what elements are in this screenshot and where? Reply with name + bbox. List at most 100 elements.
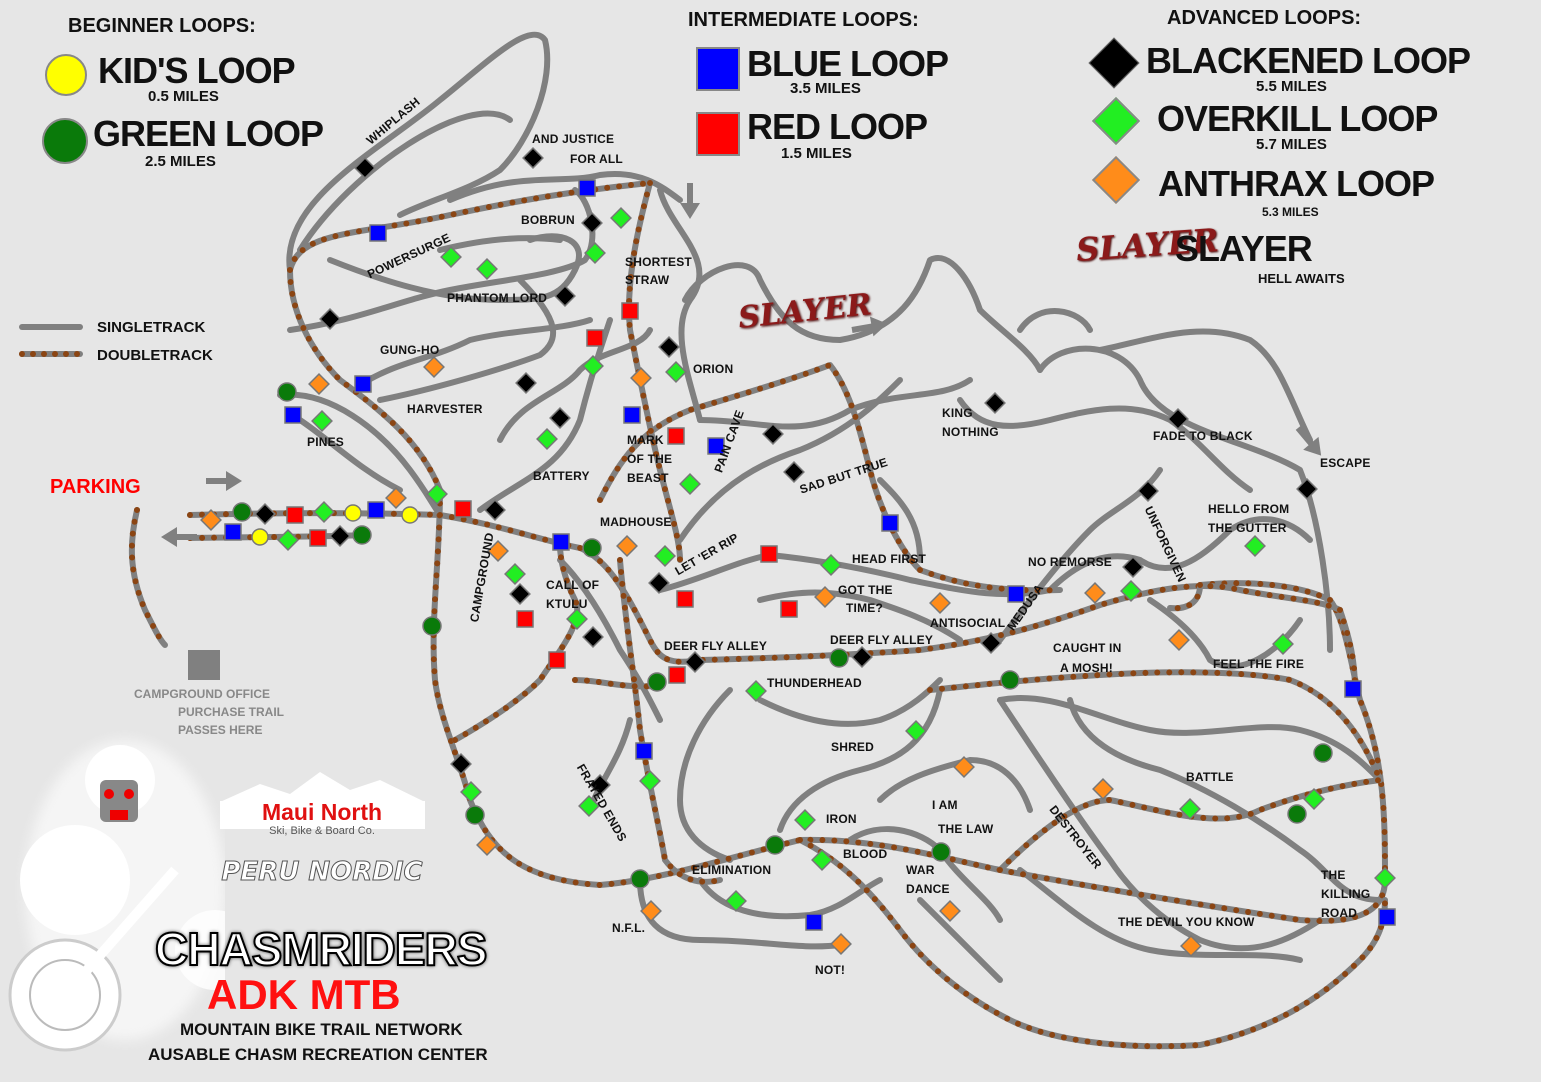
blackened-loop-marker-icon (549, 407, 571, 429)
blackened-loop-marker-icon (984, 392, 1006, 414)
brand-title: CHASMRIDERS (154, 922, 488, 976)
anthrax-loop-marker-icon (487, 540, 509, 562)
singletrack-trail (557, 557, 663, 723)
overkill-loop-marker-icon (905, 720, 927, 742)
singletrack-trail (677, 377, 903, 543)
trail-label: NOT! (815, 963, 846, 977)
blackened-loop-marker-icon (589, 774, 611, 796)
trail-label: SHRED (831, 740, 875, 754)
purchase-trail-label: PURCHASE TRAIL (178, 705, 285, 719)
trail-label: WAR (906, 863, 935, 877)
doubletrack-trail (597, 362, 1063, 594)
blue-loop-marker-icon (805, 913, 823, 931)
trail-label: DEER FLY ALLEY (830, 633, 934, 647)
overkill-loop-marker-icon (584, 242, 606, 264)
direction-arrows (161, 183, 1322, 547)
overkill-loop-marker-icon (610, 207, 632, 229)
anthrax-loop-marker-icon (308, 373, 330, 395)
blackened-loop-marker-icon (658, 336, 680, 358)
campground-office-label: CAMPGROUND OFFICE (134, 687, 270, 701)
singletrack-trail (997, 467, 1163, 643)
green-loop-name: GREEN LOOP (93, 113, 324, 154)
passes-here-label: PASSES HERE (178, 723, 263, 737)
blackened-loop-marker-icon (648, 572, 670, 594)
trail-label: OF THE (627, 452, 673, 466)
track-type-swatches (19, 324, 83, 357)
trail-label: BATTLE (1186, 770, 1234, 784)
green-loop-marker-icon (829, 648, 849, 668)
blue-loop-marker-icon (369, 224, 387, 242)
green-loop-marker-icon (582, 538, 602, 558)
trail-label: FADE TO BLACK (1153, 429, 1253, 443)
kids-loop-marker-icon (251, 528, 269, 546)
trail-label: FEEL THE FIRE (1213, 657, 1305, 671)
anthrax-loop-marker-icon (929, 592, 951, 614)
singletrack-trail (1067, 697, 1383, 903)
blue-loop-marker-icon (881, 514, 899, 532)
blue-loop-marker-icon (354, 375, 372, 393)
singletrack-trail (277, 391, 443, 518)
overkill-loop-marker-icon (665, 361, 687, 383)
blue-loop-marker-icon (635, 742, 653, 760)
singletrack-trail (697, 377, 973, 430)
trail-label: STRAW (625, 273, 670, 287)
overkill-loop-marker-icon (1374, 867, 1396, 889)
trail-label: DANCE (906, 882, 950, 896)
red-loop-marker-icon (760, 545, 778, 563)
singletrack-trail (477, 317, 613, 513)
parking-label: PARKING (50, 476, 141, 498)
blackened-loop-marker-icon (1137, 480, 1159, 502)
trail-label: DEER FLY ALLEY (664, 639, 768, 653)
anthrax-loop-distance: 5.3 MILES (1262, 205, 1319, 219)
singletrack-trail (997, 695, 1383, 783)
red-loop-name: RED LOOP (747, 106, 928, 147)
anthrax-loop-marker-icon (939, 900, 961, 922)
partner-logo: PERU NORDIC (221, 857, 422, 887)
blackened-loop-marker-icon (509, 583, 531, 605)
singletrack-trail (677, 687, 733, 863)
doubletrack-trail (128, 507, 168, 648)
red-loop-marker-icon (780, 600, 798, 618)
green-loop-marker-icon (277, 382, 297, 402)
blackened-loop-marker-icon (581, 212, 603, 234)
trail-label: HARVESTER (407, 402, 483, 416)
red-loop-marker-icon (668, 666, 686, 684)
trail-label: TIME? (846, 601, 883, 615)
doubletrack-label: DOUBLETRACK (97, 347, 213, 364)
blue-loop-distance: 3.5 MILES (790, 80, 861, 97)
advanced-loops-title: ADVANCED LOOPS: (1167, 7, 1362, 29)
trail-label: BEAST (627, 471, 669, 485)
kids-loop-marker-icon (344, 504, 362, 522)
green-loop-distance: 2.5 MILES (145, 153, 216, 170)
overkill-loop-marker-icon (1120, 580, 1142, 602)
overkill-loop-marker-icon (311, 410, 333, 432)
blackened-loop-marker-icon (319, 308, 341, 330)
red-loop-square-icon (696, 112, 740, 156)
blue-loop-marker-icon (1344, 680, 1362, 698)
overkill-loop-marker-icon (440, 246, 462, 268)
doubletrack-dots (1197, 580, 1388, 883)
direction-arrow-icon (680, 183, 700, 219)
singletrack-trail (917, 897, 1003, 983)
anthrax-loop-marker-icon (630, 367, 652, 389)
trail-label: HEAD FIRST (852, 552, 926, 566)
blackened-loop-marker-icon (254, 503, 276, 525)
trail-label: HELLO FROM (1208, 502, 1290, 516)
red-loop-marker-icon (309, 529, 327, 547)
green-loop-marker-icon (1287, 804, 1307, 824)
beginner-loops-title: BEGINNER LOOPS: (68, 15, 256, 37)
green-loop-marker-icon (931, 842, 951, 862)
blackened-loop-marker-icon (582, 626, 604, 648)
green-loop-marker-icon (765, 835, 785, 855)
singletrack-trail (447, 171, 683, 203)
doubletrack-dots (1167, 582, 1203, 612)
trail-label: PINES (307, 435, 345, 449)
red-loop-marker-icon (454, 500, 472, 518)
green-loop-marker-icon (232, 502, 252, 522)
overkill-loop-name: OVERKILL LOOP (1157, 98, 1438, 139)
overkill-loop-marker-icon (504, 563, 526, 585)
trail-label: PHANTOM LORD (447, 291, 548, 305)
overkill-loop-marker-icon (679, 473, 701, 495)
direction-arrow-icon (206, 471, 242, 491)
